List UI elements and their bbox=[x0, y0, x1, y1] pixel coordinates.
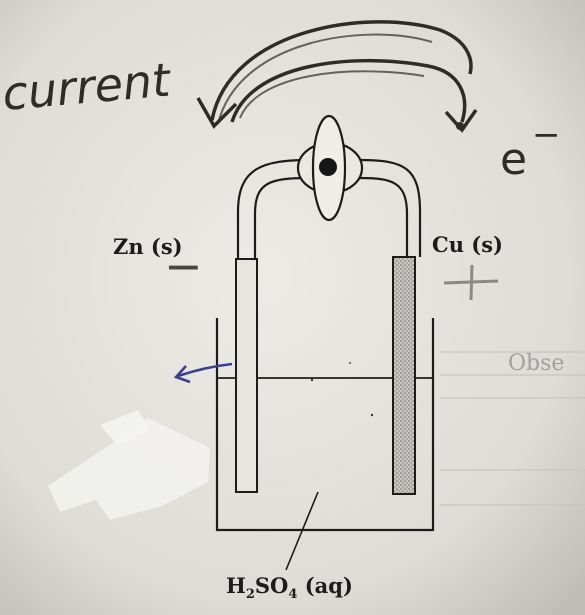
electron-arc-2 bbox=[239, 70, 425, 119]
electrolyte-label-sub1: 2 bbox=[246, 587, 255, 602]
electrolyte-label-so: SO bbox=[255, 573, 288, 598]
current-arc-outer bbox=[210, 20, 473, 121]
beaker bbox=[215, 318, 435, 532]
electron-charge: − bbox=[532, 115, 561, 155]
electron-arc bbox=[230, 58, 467, 123]
electrolyte-label-h: H bbox=[226, 573, 246, 598]
cathode-sign-shape bbox=[443, 264, 499, 301]
whiteout-patch bbox=[48, 418, 210, 520]
electrolyte-pointer-line bbox=[285, 491, 319, 571]
speck bbox=[310, 378, 314, 382]
anode-sign: − bbox=[164, 239, 203, 293]
electrolyte-label: H2SO4 (aq) bbox=[226, 573, 353, 602]
electrolyte-label-aq: (aq) bbox=[297, 573, 352, 598]
current-arc-outer-2 bbox=[217, 33, 433, 125]
copper-electrode bbox=[392, 256, 416, 495]
speck bbox=[349, 362, 351, 364]
current-annotation: current bbox=[0, 52, 174, 121]
faint-observation-text: Obse bbox=[508, 351, 564, 376]
current-arrowhead bbox=[196, 97, 238, 129]
electron-arrow-dot bbox=[456, 122, 464, 130]
electron-annotation: e bbox=[500, 134, 527, 185]
whiteout-patch-edge bbox=[100, 410, 150, 446]
electrolyte-label-sub2: 4 bbox=[288, 587, 297, 602]
ghost-lines bbox=[440, 351, 585, 506]
cathode-label: Cu (s) bbox=[432, 232, 503, 257]
zinc-electrode bbox=[235, 258, 258, 493]
speck bbox=[370, 413, 374, 417]
blue-arrow-icon bbox=[173, 362, 233, 384]
electron-arrowhead bbox=[444, 108, 478, 133]
anode-label: Zn (s) bbox=[113, 234, 183, 259]
bulb-icon bbox=[296, 114, 364, 222]
